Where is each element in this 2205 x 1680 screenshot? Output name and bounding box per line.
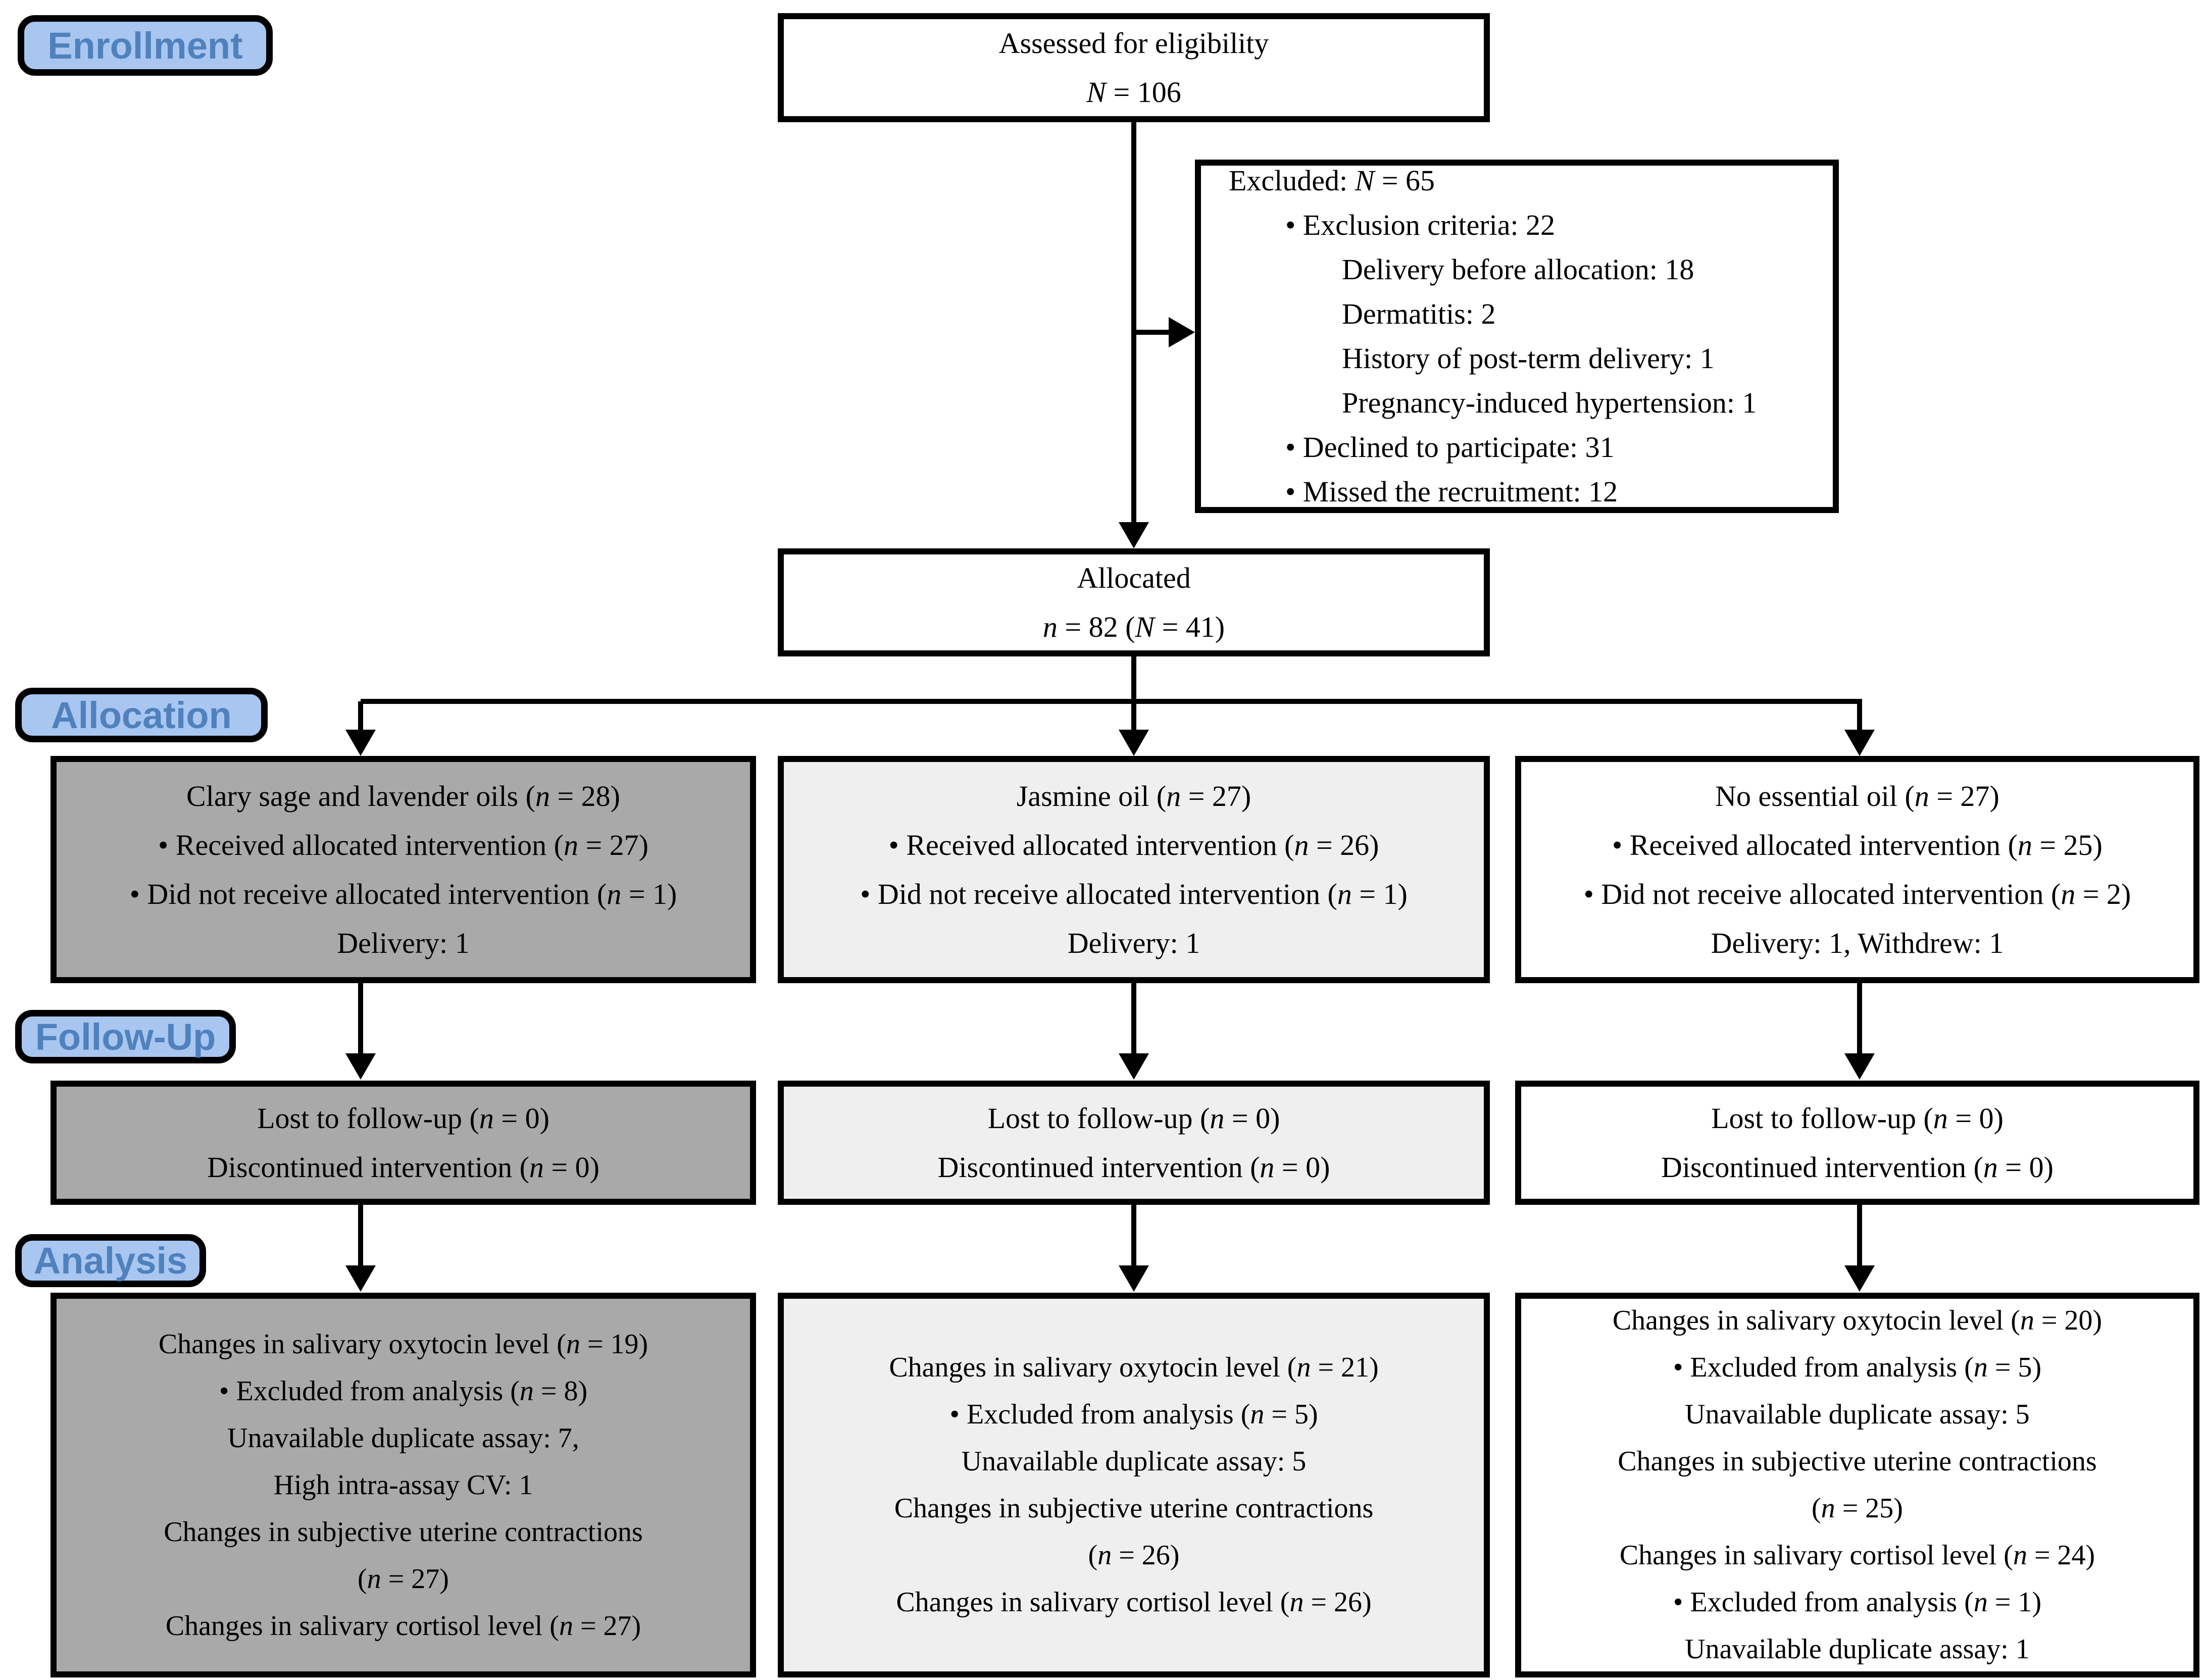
- text-line: Unavailable duplicate assay: 5: [1685, 1399, 2030, 1430]
- text-line: Allocated: [1077, 562, 1191, 594]
- excluded-box: Excluded: N = 65 • Exclusion criteria: 22…: [1195, 160, 1839, 513]
- text-line: Unavailable duplicate assay: 1: [1685, 1634, 2030, 1665]
- arrowhead-into-allocation-arm3: [1844, 730, 1875, 756]
- text-line: Changes in salivary oxytocin level (n = …: [889, 1352, 1379, 1383]
- text-line: Discontinued intervention (n = 0): [1661, 1151, 2053, 1184]
- text-line: Changes in salivary cortisol level (n = …: [896, 1587, 1372, 1618]
- arrowhead-into-followup-arm1: [345, 1053, 376, 1080]
- text-line: • Did not receive allocated intervention…: [1583, 878, 2131, 910]
- branch-line: [361, 699, 1862, 704]
- text-line: Changes in subjective uterine contractio…: [164, 1516, 643, 1548]
- connector-allocated-to-branch: [1131, 656, 1136, 704]
- stage-label-allocation-text: Allocation: [51, 694, 232, 736]
- connector-alloc-follow-arm1: [358, 983, 363, 1054]
- arrowhead-into-analysis-arm2: [1119, 1265, 1149, 1292]
- arrowhead-into-allocated: [1119, 522, 1149, 548]
- text-line: Unavailable duplicate assay: 7,: [227, 1422, 579, 1454]
- text-line: Delivery: 1, Withdrew: 1: [1711, 927, 2004, 959]
- text-line: Changes in salivary oxytocin level (n = …: [158, 1328, 648, 1360]
- connector-alloc-follow-arm2: [1131, 983, 1136, 1054]
- allocation-box-arm1: Clary sage and lavender oils (n = 28) • R…: [51, 756, 756, 983]
- text-line: Discontinued intervention (n = 0): [937, 1151, 1330, 1184]
- text-line: Pregnancy-induced hypertension: 1: [1342, 386, 1757, 419]
- text-line: n = 82 (N = 41): [1042, 610, 1225, 643]
- text-line: Dermatitis: 2: [1342, 297, 1496, 330]
- connector-assessed-to-allocated: [1131, 122, 1136, 524]
- text-line: Delivery: 1: [337, 927, 470, 959]
- drop-arm1: [358, 701, 363, 731]
- text-line: Lost to follow-up (n = 0): [987, 1102, 1280, 1135]
- text-line: • Excluded from analysis (n = 5): [949, 1399, 1318, 1430]
- text-line: • Excluded from analysis (n = 8): [219, 1375, 588, 1407]
- text-line: • Received allocated intervention (n = 2…: [158, 829, 648, 861]
- text-line: Changes in salivary cortisol level (n = …: [1619, 1540, 2095, 1571]
- text-line: Excluded: N = 65: [1229, 164, 1435, 197]
- drop-arm3: [1857, 701, 1862, 731]
- arrowhead-into-analysis-arm1: [345, 1265, 376, 1292]
- text-line: • Received allocated intervention (n = 2…: [1612, 829, 2102, 861]
- allocation-box-arm3: No essential oil (n = 27) • Received allo…: [1515, 756, 2199, 983]
- text-line: Clary sage and lavender oils (n = 28): [186, 780, 620, 812]
- text-line: N = 106: [1086, 76, 1181, 109]
- text-line: Changes in subjective uterine contractio…: [1618, 1446, 2097, 1477]
- text-line: (n = 27): [358, 1563, 449, 1595]
- stage-label-analysis-text: Analysis: [33, 1240, 188, 1282]
- allocation-box-arm2: Jasmine oil (n = 27) • Received allocated…: [778, 756, 1490, 983]
- text-line: Lost to follow-up (n = 0): [1711, 1102, 2003, 1135]
- arrowhead-into-excluded: [1169, 317, 1195, 347]
- stage-label-analysis: Analysis: [15, 1234, 206, 1287]
- connector-follow-analysis-arm1: [358, 1205, 363, 1266]
- text-line: • Missed the recruitment: 12: [1285, 475, 1618, 508]
- text-line: Changes in salivary cortisol level (n = …: [165, 1610, 641, 1642]
- stage-label-followup-text: Follow-Up: [35, 1015, 216, 1058]
- text-line: Discontinued intervention (n = 0): [207, 1151, 599, 1184]
- text-line: • Did not receive allocated intervention…: [129, 878, 677, 910]
- arrowhead-into-followup-arm3: [1844, 1053, 1875, 1080]
- text-line: Changes in subjective uterine contractio…: [894, 1493, 1374, 1524]
- text-line: (n = 26): [1088, 1540, 1180, 1571]
- assessed-eligibility-box: Assessed for eligibility N = 106: [778, 13, 1490, 122]
- text-line: Delivery before allocation: 18: [1342, 253, 1694, 286]
- text-line: (n = 25): [1812, 1493, 1903, 1524]
- text-line: • Did not receive allocated intervention…: [860, 878, 1408, 910]
- text-line: Unavailable duplicate assay: 5: [961, 1446, 1307, 1477]
- text-line: Changes in salivary oxytocin level (n = …: [1612, 1305, 2102, 1336]
- text-line: History of post-term delivery: 1: [1342, 342, 1715, 375]
- allocated-box: Allocated n = 82 (N = 41): [778, 548, 1490, 656]
- text-line: • Declined to participate: 31: [1285, 431, 1615, 464]
- text-line: High intra-assay CV: 1: [273, 1469, 533, 1501]
- connector-follow-analysis-arm3: [1857, 1205, 1862, 1266]
- connector-to-excluded: [1134, 330, 1170, 335]
- text-line: • Excluded from analysis (n = 5): [1673, 1352, 2042, 1383]
- drop-arm2: [1131, 701, 1136, 731]
- analysis-box-arm3: Changes in salivary oxytocin level (n = …: [1515, 1293, 2199, 1677]
- stage-label-followup: Follow-Up: [15, 1010, 236, 1063]
- connector-follow-analysis-arm2: [1131, 1205, 1136, 1266]
- arrowhead-into-followup-arm2: [1119, 1053, 1149, 1080]
- arrowhead-into-analysis-arm3: [1844, 1265, 1875, 1292]
- stage-label-allocation: Allocation: [15, 688, 268, 742]
- text-line: Delivery: 1: [1067, 927, 1200, 959]
- stage-label-enrollment: Enrollment: [18, 15, 273, 76]
- text-line: Lost to follow-up (n = 0): [257, 1102, 549, 1135]
- followup-box-arm2: Lost to follow-up (n = 0) Discontinued in…: [778, 1081, 1490, 1205]
- text-line: • Received allocated intervention (n = 2…: [888, 829, 1379, 861]
- followup-box-arm1: Lost to follow-up (n = 0) Discontinued in…: [51, 1081, 756, 1205]
- text-line: No essential oil (n = 27): [1715, 780, 1999, 812]
- arrowhead-into-allocation-arm1: [345, 730, 376, 756]
- followup-box-arm3: Lost to follow-up (n = 0) Discontinued in…: [1515, 1081, 2199, 1205]
- arrowhead-into-allocation-arm2: [1119, 730, 1149, 756]
- text-line: • Excluded from analysis (n = 1): [1673, 1587, 2042, 1618]
- connector-alloc-follow-arm3: [1857, 983, 1862, 1054]
- text-line: Assessed for eligibility: [998, 27, 1269, 60]
- analysis-box-arm2: Changes in salivary oxytocin level (n = …: [778, 1293, 1490, 1677]
- analysis-box-arm1: Changes in salivary oxytocin level (n = …: [51, 1293, 756, 1677]
- text-line: Jasmine oil (n = 27): [1016, 780, 1251, 812]
- stage-label-enrollment-text: Enrollment: [47, 24, 243, 67]
- text-line: • Exclusion criteria: 22: [1285, 209, 1556, 241]
